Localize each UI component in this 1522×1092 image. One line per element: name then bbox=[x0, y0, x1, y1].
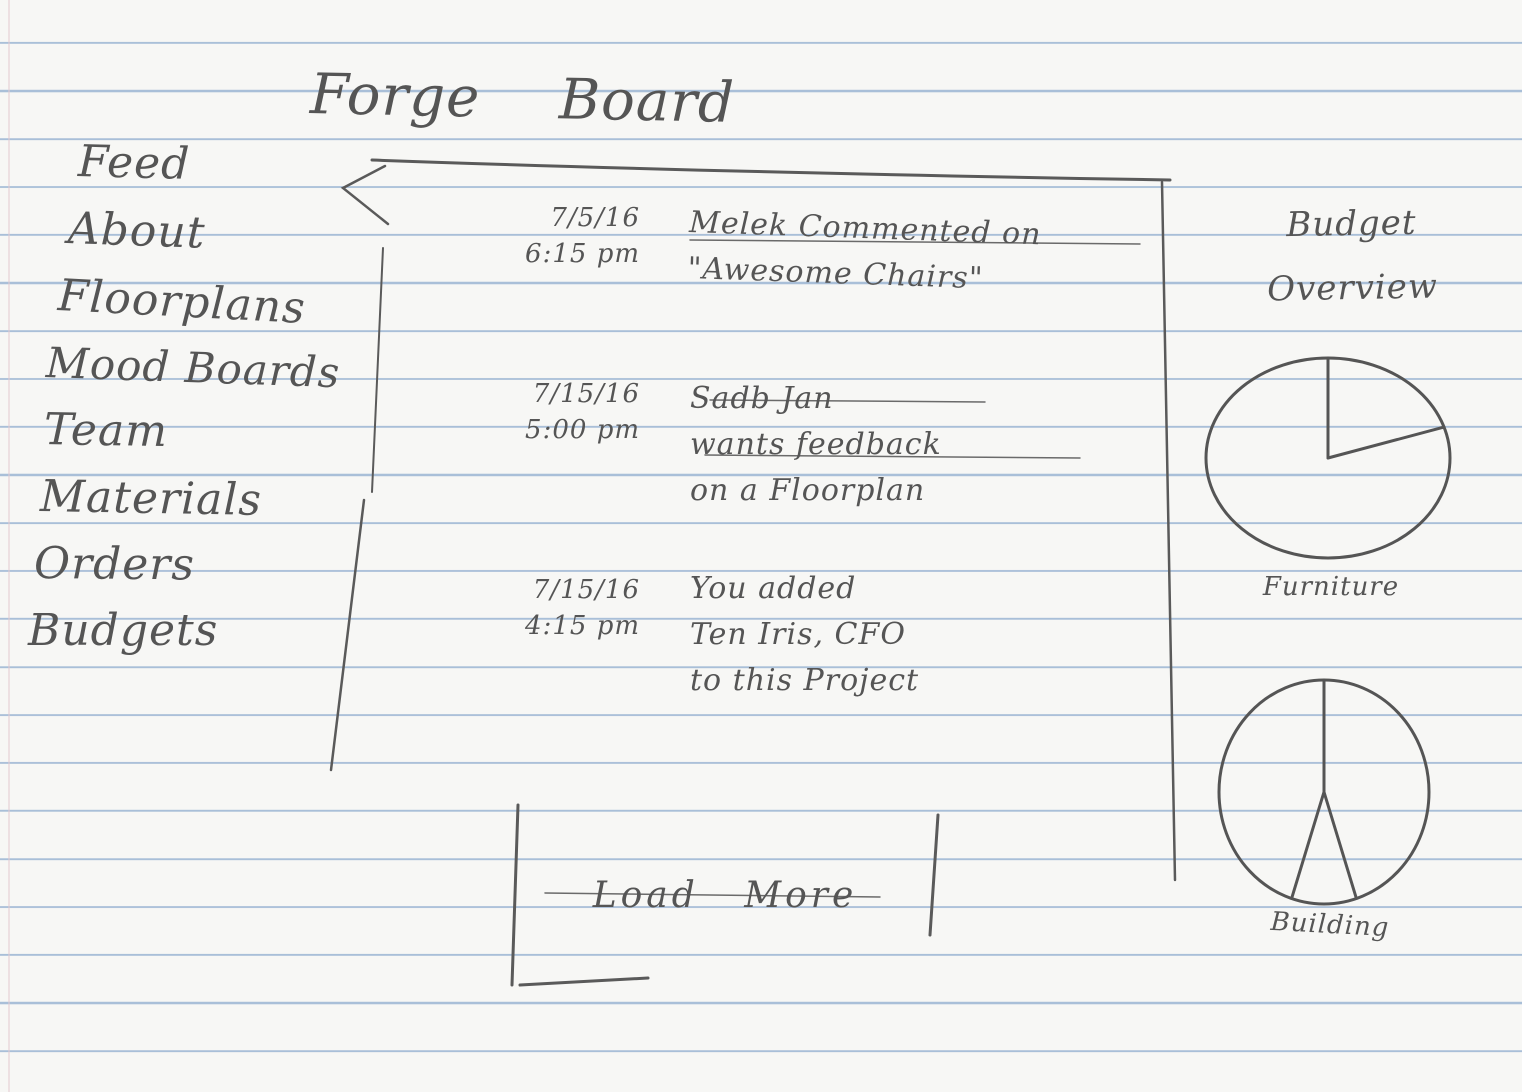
feed-item-line: Sadb Jan bbox=[690, 381, 834, 416]
header-divider bbox=[370, 158, 1172, 182]
feed-item-time: 4:15 pm bbox=[525, 611, 640, 641]
sidebar-item-feed[interactable]: Feed bbox=[77, 136, 192, 190]
feed-item-message: You added Ten Iris, CFO to this Project bbox=[690, 566, 1140, 704]
feed-item-line: to this Project bbox=[690, 663, 920, 698]
furniture-pie-label: Furniture bbox=[1262, 572, 1400, 602]
pie-slice-1 bbox=[1326, 425, 1446, 460]
budget-overview-title: Budget Overview bbox=[1266, 202, 1439, 310]
paper-margin bbox=[8, 0, 20, 1092]
feed-item-timestamp: 7/15/16 4:15 pm bbox=[420, 572, 640, 644]
app-title: Forge Board bbox=[309, 62, 736, 136]
feed-item[interactable]: 7/15/16 5:00 pm Sadb Jan wants feedback … bbox=[420, 376, 1140, 566]
feed-item-message: Sadb Jan wants feedback on a Floorplan bbox=[690, 376, 1140, 514]
feed-item-time: 5:00 pm bbox=[525, 415, 640, 445]
sidebar-item-mood-boards[interactable]: Mood Boards bbox=[45, 338, 342, 398]
load-more-button[interactable]: Load More bbox=[515, 820, 935, 970]
feed-item-line: Ten Iris, CFO bbox=[690, 617, 906, 652]
sidebar-item-about[interactable]: About bbox=[67, 203, 207, 259]
pie-slice-2 bbox=[1290, 790, 1326, 900]
sidebar-nav: Feed About Floorplans Mood Boards Team M… bbox=[28, 128, 370, 664]
feed-item-time: 6:15 pm bbox=[525, 239, 640, 269]
pie-slice-1 bbox=[1322, 790, 1358, 900]
feed-item-timestamp: 7/15/16 5:00 pm bbox=[420, 376, 640, 448]
furniture-pie-chart[interactable] bbox=[1200, 350, 1460, 565]
right-panel-divider bbox=[1160, 180, 1177, 882]
activity-feed: 7/5/16 6:15 pm Melek Commented on "Aweso… bbox=[420, 200, 1140, 742]
sidebar-item-budgets[interactable]: Budgets bbox=[28, 605, 219, 656]
feed-item-line: wants feedback bbox=[690, 427, 942, 462]
sidebar-divider-top bbox=[371, 247, 384, 493]
feed-item-line: on a Floorplan bbox=[690, 473, 926, 508]
feed-item-timestamp: 7/5/16 6:15 pm bbox=[420, 200, 640, 272]
load-more-bottom-edge bbox=[518, 976, 650, 987]
feed-item-message: Melek Commented on "Awesome Chairs" bbox=[687, 200, 1140, 308]
building-pie-chart[interactable] bbox=[1212, 672, 1442, 912]
feed-item-date: 7/15/16 bbox=[532, 379, 640, 409]
feed-item-date: 7/5/16 bbox=[550, 203, 640, 233]
sidebar-item-team[interactable]: Team bbox=[43, 404, 169, 458]
sidebar-item-materials[interactable]: Materials bbox=[39, 471, 263, 526]
feed-item[interactable]: 7/15/16 4:15 pm You added Ten Iris, CFO … bbox=[420, 566, 1140, 742]
feed-item-date: 7/15/16 bbox=[532, 575, 640, 605]
feed-item-line: You added bbox=[690, 571, 857, 606]
feed-item[interactable]: 7/5/16 6:15 pm Melek Commented on "Aweso… bbox=[420, 200, 1140, 376]
sidebar-item-orders[interactable]: Orders bbox=[33, 538, 196, 591]
